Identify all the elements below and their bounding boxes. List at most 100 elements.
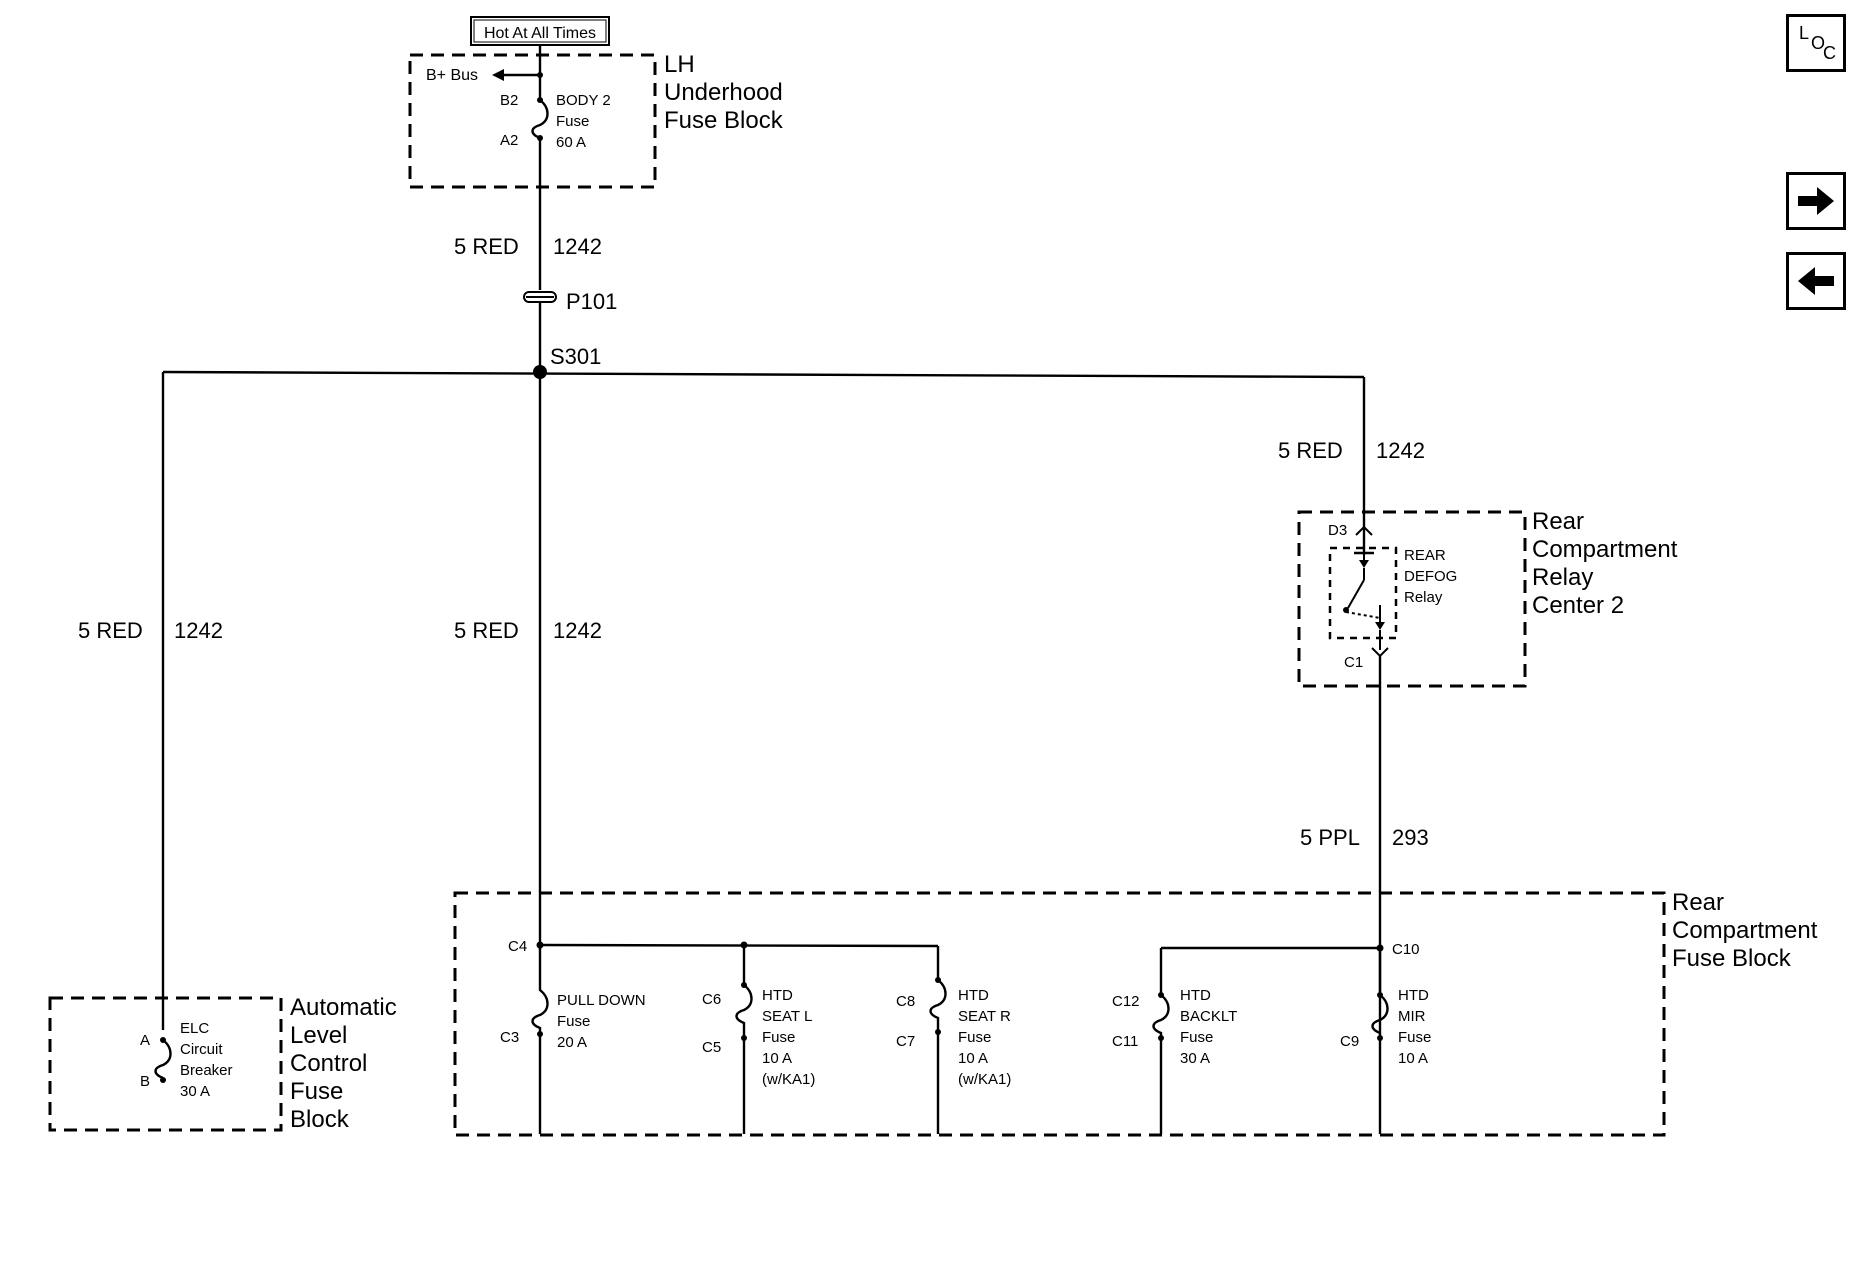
ppl-wire-circuit: 293 (1392, 825, 1429, 850)
rear-compartment-relay-center-2: Rear Compartment Relay Center 2 D3 C1 RE… (1297, 508, 1678, 688)
mir-line-2: MIR (1398, 1008, 1426, 1025)
connector-p101: P101 (523, 289, 617, 372)
rear-fuse-block-outline (453, 891, 1666, 1137)
htd-seat-r-fuse: C8 C7 HTD SEAT R Fuse 10 A (w/KA1) (896, 946, 1011, 1134)
alc-title-2: Level (290, 1022, 347, 1049)
mir-line-3: Fuse (1398, 1029, 1431, 1046)
mir-line-4: 10 A (1398, 1050, 1428, 1067)
backlt-line-2: BACKLT (1180, 1008, 1237, 1025)
loc-letter-o: O (1811, 33, 1826, 53)
body2-fuse-line-1: BODY 2 (556, 92, 611, 109)
relay-switch-icon (1343, 551, 1385, 650)
lh-title-line-2: Underhood (664, 79, 783, 106)
left-wire-color: 5 RED (78, 618, 143, 643)
pull-down-fuse: C4 C3 PULL DOWN Fuse 20 A (500, 938, 646, 1134)
htd-mir-fuse: C10 C9 HTD MIR Fuse 10 A (1340, 941, 1431, 1067)
arrow-left-icon (1798, 267, 1834, 295)
elc-label-4: 30 A (180, 1083, 210, 1100)
seat-l-line-3: Fuse (762, 1029, 795, 1046)
relay-center-title-4: Center 2 (1532, 592, 1624, 619)
pin-c3: C3 (500, 1029, 519, 1046)
middle-wire-color: 5 RED (454, 618, 519, 643)
seat-l-line-5: (w/KA1) (762, 1071, 815, 1088)
seat-r-line-5: (w/KA1) (958, 1071, 1011, 1088)
pull-down-line-3: 20 A (557, 1034, 587, 1051)
relay-center-outline (1297, 510, 1527, 688)
elc-label-3: Breaker (180, 1062, 233, 1079)
alc-title-1: Automatic (290, 994, 397, 1021)
rear-block-title-3: Fuse Block (1672, 945, 1792, 972)
seat-r-line-4: 10 A (958, 1050, 988, 1067)
htd-seat-r-fuse-icon (929, 946, 947, 1134)
rear-defog-relay-outline (1328, 546, 1398, 640)
relay-label-line-3: Relay (1404, 589, 1443, 606)
body-2-fuse-icon (531, 99, 549, 140)
rear-left-bus (539, 943, 939, 948)
relay-label-line-1: REAR (1404, 547, 1446, 564)
bus-arrow-icon (492, 69, 504, 81)
seat-l-line-1: HTD (762, 987, 793, 1004)
alc-pin-a: A (140, 1032, 150, 1049)
seat-l-line-4: 10 A (762, 1050, 792, 1067)
middle-wire-circuit: 1242 (553, 618, 602, 643)
right-wire-circuit: 1242 (1376, 438, 1425, 463)
pin-c9: C9 (1340, 1033, 1359, 1050)
location-button[interactable]: L O C (1786, 14, 1846, 72)
alc-title-5: Block (290, 1106, 350, 1133)
next-page-button[interactable] (1786, 172, 1846, 230)
pin-c11: C11 (1112, 1033, 1138, 1050)
splice-bus-wire (162, 370, 1365, 379)
pin-c4: C4 (508, 938, 527, 955)
b-plus-bus-label: B+ Bus (426, 67, 478, 84)
htd-backlt-fuse-icon (1152, 948, 1170, 1134)
pin-c8: C8 (896, 993, 915, 1010)
alc-block-outline (48, 996, 283, 1132)
body2-fuse-line-2: Fuse (556, 113, 589, 130)
pin-c10: C10 (1392, 941, 1420, 958)
elc-label-2: Circuit (180, 1041, 223, 1058)
seat-r-line-1: HTD (958, 987, 989, 1004)
alc-pin-b: B (140, 1073, 150, 1090)
ppl-wire-color: 5 PPL (1300, 825, 1360, 850)
backlt-line-4: 30 A (1180, 1050, 1210, 1067)
lh-title-line-1: LH (664, 51, 695, 78)
relay-center-title-1: Rear (1532, 508, 1584, 535)
alc-title-4: Fuse (290, 1078, 343, 1105)
lh-pin-a2: A2 (500, 132, 518, 149)
backlt-line-1: HTD (1180, 987, 1211, 1004)
htd-backlt-fuse: C12 C11 HTD BACKLT Fuse 30 A (1112, 948, 1237, 1134)
htd-mir-fuse-icon (1371, 948, 1389, 1035)
hot-at-all-times-label: Hot At All Times (470, 16, 610, 46)
relay-pin-d3: D3 (1328, 522, 1347, 539)
hot-label-text: Hot At All Times (484, 25, 596, 42)
relay-input-connector-icon (1355, 525, 1373, 536)
right-wire-color: 5 RED (1278, 438, 1343, 463)
pin-c7: C7 (896, 1033, 915, 1050)
rear-compartment-fuse-block: Rear Compartment Fuse Block C4 C3 PULL D… (453, 889, 1818, 1137)
mir-line-1: HTD (1398, 987, 1429, 1004)
rear-block-title-1: Rear (1672, 889, 1724, 916)
splice-s301-label: S301 (550, 344, 601, 369)
alc-title-3: Control (290, 1050, 367, 1077)
loc-letter-l: L (1799, 23, 1810, 43)
lh-pin-b2: B2 (500, 92, 518, 109)
pin-c6: C6 (702, 991, 721, 1008)
relay-pin-c1: C1 (1344, 654, 1363, 671)
elc-breaker-icon (154, 1039, 172, 1080)
pin-c12: C12 (1112, 993, 1140, 1010)
seat-r-line-2: SEAT R (958, 1008, 1011, 1025)
body2-fuse-line-3: 60 A (556, 134, 586, 151)
trunk-wire-color: 5 RED (454, 234, 519, 259)
pull-down-line-1: PULL DOWN (557, 992, 646, 1009)
previous-page-button[interactable] (1786, 252, 1846, 310)
relay-center-title-3: Relay (1532, 564, 1593, 591)
relay-center-title-2: Compartment (1532, 536, 1678, 563)
pull-down-fuse-icon (531, 945, 549, 1134)
rear-block-title-2: Compartment (1672, 917, 1818, 944)
connector-p101-label: P101 (566, 289, 617, 314)
relay-label-line-2: DEFOG (1404, 568, 1457, 585)
arrow-right-icon (1798, 187, 1834, 215)
alc-fuse-block: Automatic Level Control Fuse Block A B E… (48, 994, 397, 1133)
elc-label-1: ELC (180, 1020, 209, 1037)
